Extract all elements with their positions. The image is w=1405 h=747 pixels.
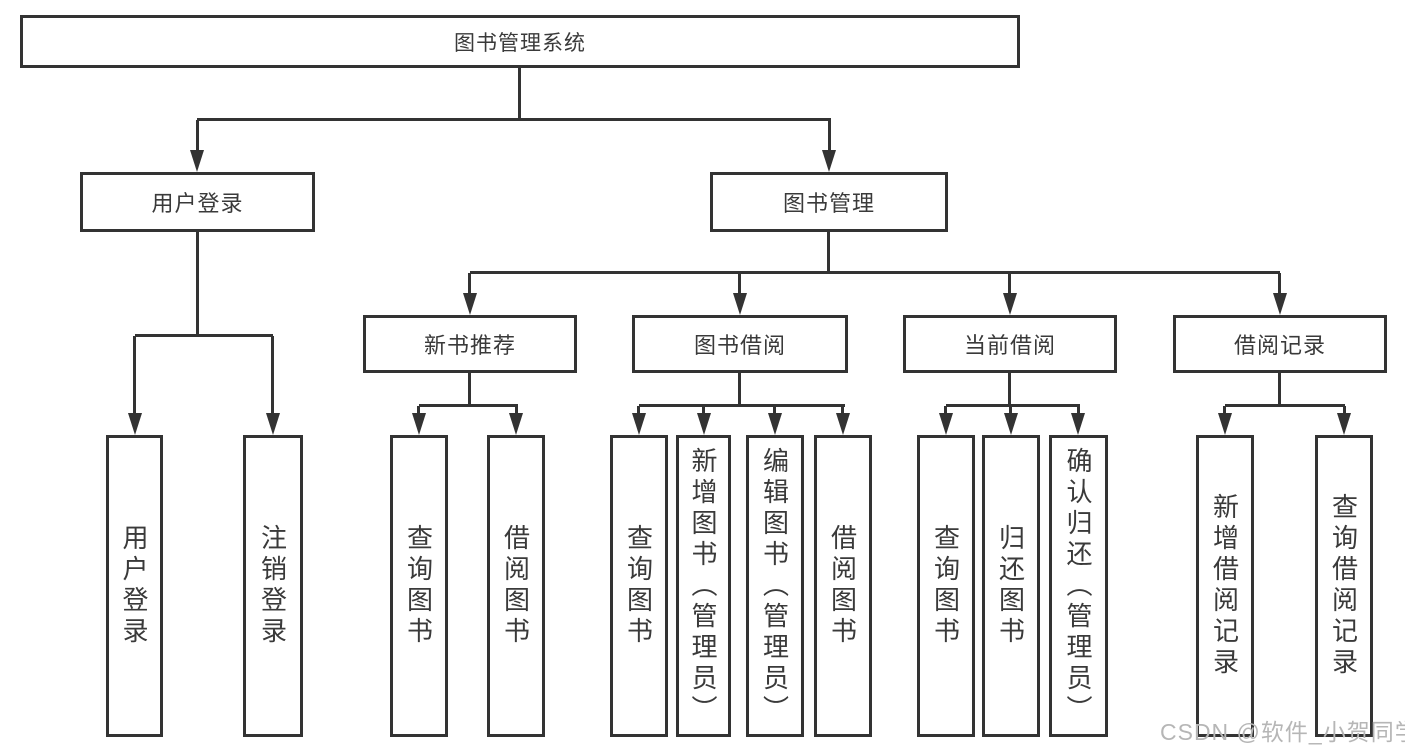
connector-line: [738, 373, 741, 405]
connector-line: [1223, 406, 1226, 415]
connector-line: [417, 406, 420, 415]
node-query-books-recommend: 查询图书: [390, 435, 448, 737]
connector-line: [470, 271, 1280, 274]
connector-line: [468, 373, 471, 405]
connector-line: [133, 336, 136, 415]
arrow-down-icon: [266, 413, 280, 435]
connector-line: [1008, 373, 1011, 405]
arrow-down-icon: [190, 150, 204, 172]
arrow-down-icon: [1218, 413, 1232, 435]
arrow-down-icon: [822, 150, 836, 172]
node-borrow-books-leaf: 借阅图书: [814, 435, 872, 737]
node-query-books-current: 查询图书: [917, 435, 975, 737]
arrow-down-icon: [1004, 413, 1018, 435]
arrow-down-icon: [463, 293, 477, 315]
node-query-borrow-record: 查询借阅记录: [1315, 435, 1373, 737]
connector-line: [773, 406, 776, 415]
node-current-borrow: 当前借阅: [903, 315, 1117, 373]
connector-line: [1225, 404, 1345, 407]
node-query-books-borrow: 查询图书: [610, 435, 668, 737]
arrow-down-icon: [509, 413, 523, 435]
node-borrow-records: 借阅记录: [1173, 315, 1387, 373]
node-user-login-leaf: 用户登录: [106, 435, 163, 737]
connector-line: [1343, 406, 1346, 415]
arrow-down-icon: [1273, 293, 1287, 315]
arrow-down-icon: [768, 413, 782, 435]
node-edit-books-admin: 编辑图书（管理员）: [746, 435, 804, 737]
connector-line: [841, 406, 844, 415]
node-root: 图书管理系统: [20, 15, 1020, 68]
connector-line: [135, 334, 273, 337]
connector-line: [271, 336, 274, 415]
connector-line: [518, 67, 521, 119]
node-book-management: 图书管理: [710, 172, 948, 232]
arrow-down-icon: [128, 413, 142, 435]
node-borrow-books-recommend: 借阅图书: [487, 435, 545, 737]
connector-line: [419, 404, 518, 407]
connector-line: [738, 273, 741, 295]
connector-line: [196, 232, 199, 335]
arrow-down-icon: [1003, 293, 1017, 315]
arrow-down-icon: [697, 413, 711, 435]
node-add-books-admin: 新增图书（管理员）: [676, 435, 731, 737]
arrow-down-icon: [1071, 413, 1085, 435]
connector-line: [639, 404, 845, 407]
connector-line: [468, 273, 471, 295]
connector-line: [946, 404, 1080, 407]
node-user-login: 用户登录: [80, 172, 315, 232]
node-add-borrow-record: 新增借阅记录: [1196, 435, 1254, 737]
node-book-borrow: 图书借阅: [632, 315, 848, 373]
connector-line: [196, 120, 199, 152]
arrow-down-icon: [733, 293, 747, 315]
connector-line: [1278, 373, 1281, 405]
node-return-books: 归还图书: [982, 435, 1040, 737]
arrow-down-icon: [836, 413, 850, 435]
connector-line: [637, 406, 640, 415]
arrow-down-icon: [412, 413, 426, 435]
connector-line: [1009, 406, 1012, 415]
arrow-down-icon: [1337, 413, 1351, 435]
connector-line: [944, 406, 947, 415]
connector-line: [515, 406, 518, 415]
connector-line: [827, 232, 830, 272]
connector-line: [702, 406, 705, 415]
connector-line: [828, 120, 831, 152]
node-logout-leaf: 注销登录: [243, 435, 303, 737]
node-new-book-recommend: 新书推荐: [363, 315, 577, 373]
connector-line: [1278, 273, 1281, 295]
arrow-down-icon: [632, 413, 646, 435]
connector-line: [1077, 406, 1080, 415]
arrow-down-icon: [939, 413, 953, 435]
node-confirm-return-admin: 确认归还（管理员）: [1049, 435, 1108, 737]
connector-line: [197, 118, 831, 121]
connector-line: [1008, 273, 1011, 295]
watermark: CSDN @软件_小贺同学: [1160, 719, 1405, 745]
